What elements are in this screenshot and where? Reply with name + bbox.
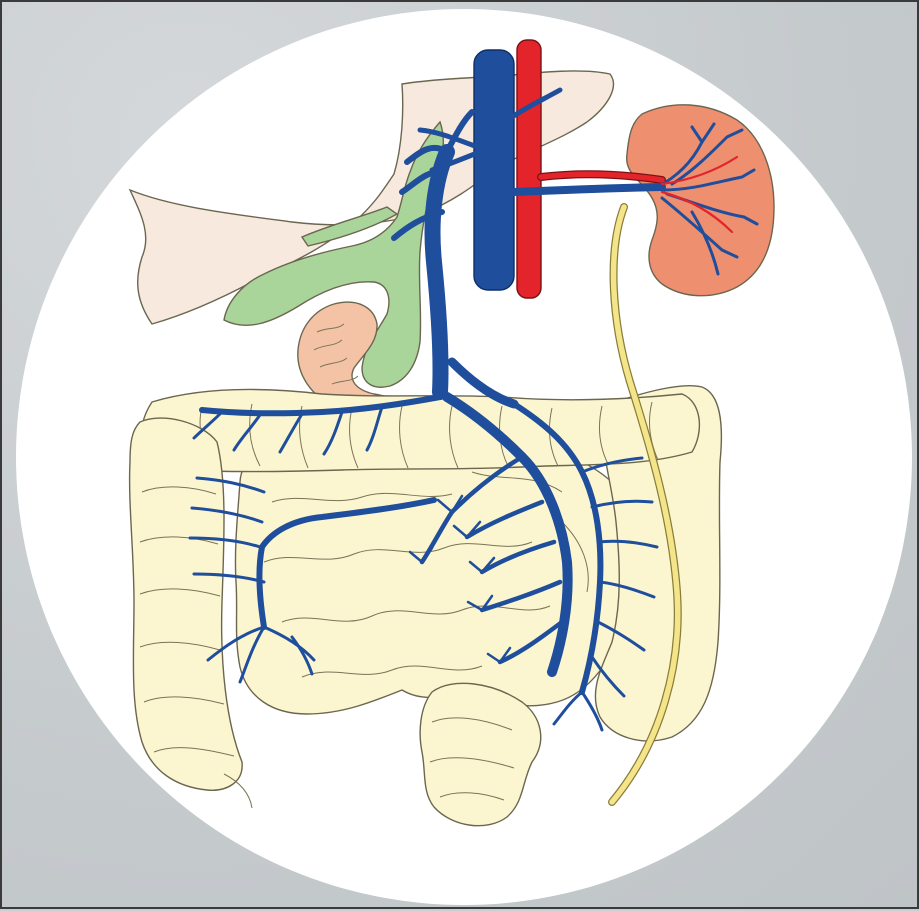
renal-vein <box>514 187 662 192</box>
small-intestine <box>235 434 641 714</box>
aorta <box>517 40 541 298</box>
inferior-vena-cava <box>474 50 514 290</box>
